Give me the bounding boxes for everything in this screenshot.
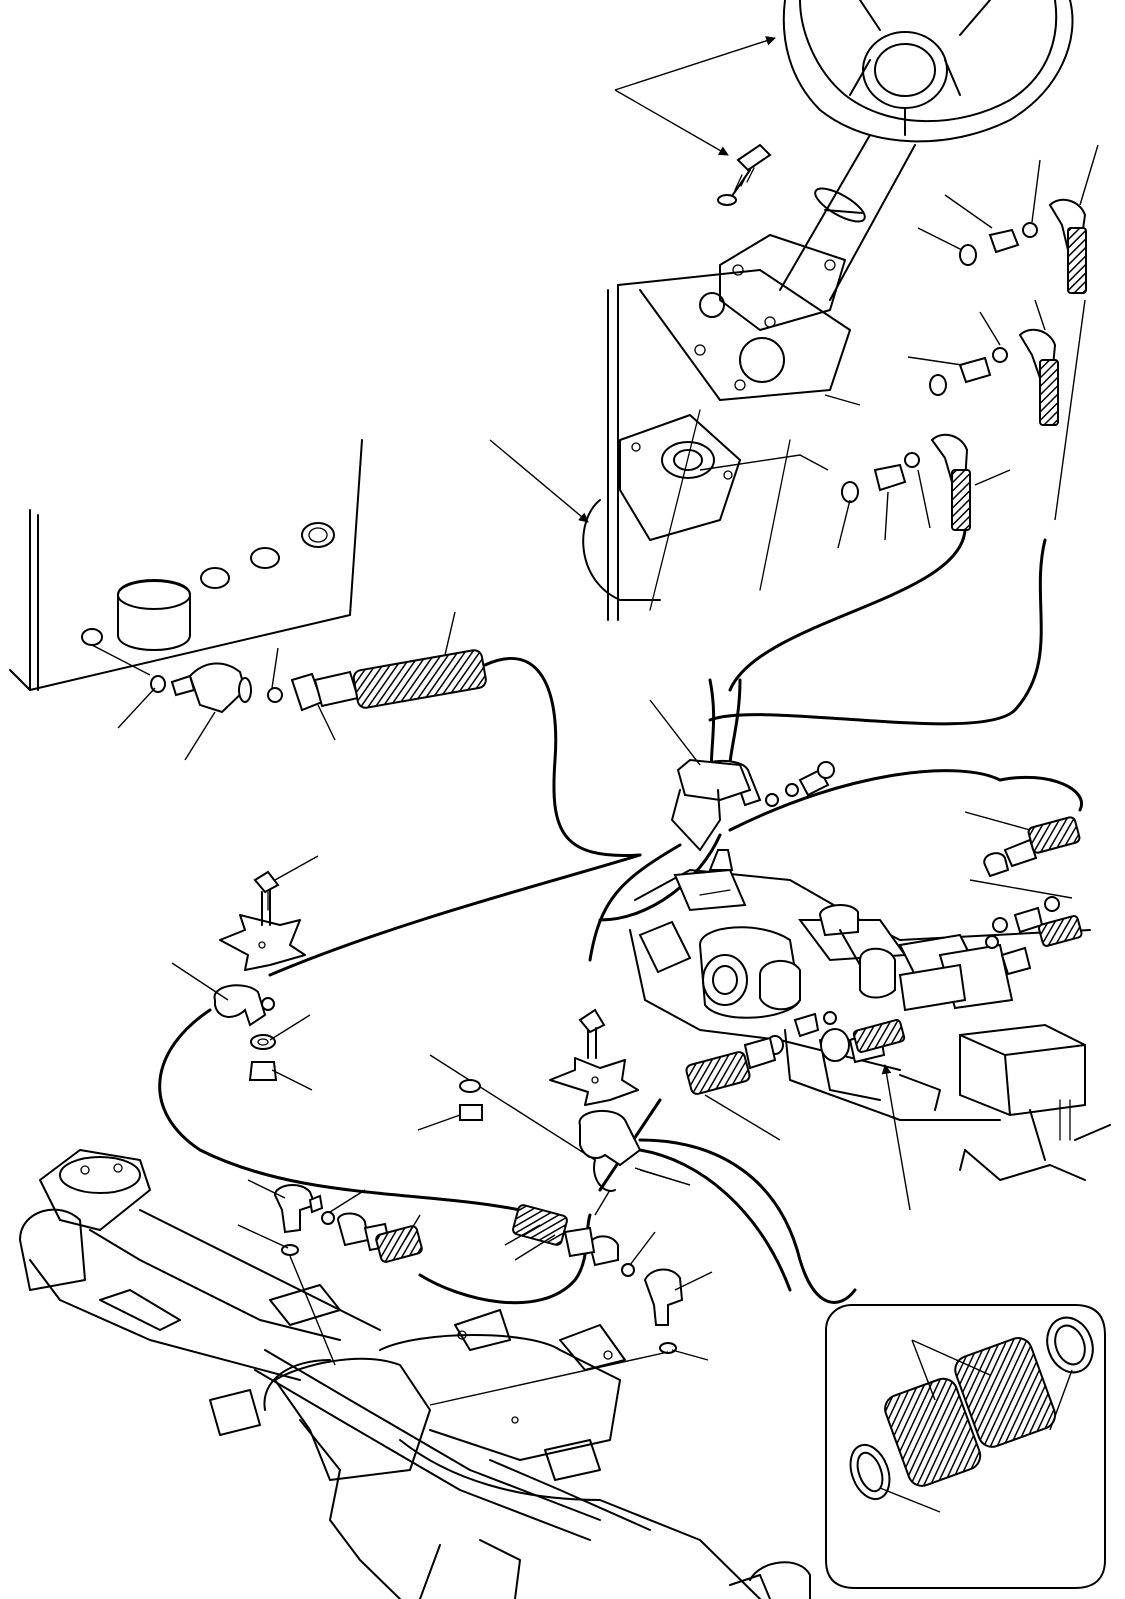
- left-clamp-assembly: [171, 855, 319, 1091]
- hose-clamp-detail: [825, 1304, 1106, 1589]
- steering-unit: [582, 269, 851, 621]
- dashboard-panel: [9, 439, 363, 691]
- column-bolt: [717, 143, 772, 206]
- center-hose-clamp: [649, 528, 1047, 851]
- front-axle: [19, 1149, 811, 1599]
- right-hose-end: [964, 811, 1081, 899]
- port-fittings-lower: [699, 394, 1011, 549]
- port-fittings-middle: [907, 299, 1086, 521]
- pointer-arrows: [489, 36, 911, 1211]
- routed-hoses: [158, 769, 1084, 1305]
- port-fittings-upper: [917, 144, 1099, 294]
- steering-wheel: [782, 0, 1074, 143]
- right-clamp-assembly: [417, 1008, 691, 1216]
- steering-cylinder-fittings: [237, 1179, 713, 1406]
- steering-column: [719, 134, 916, 331]
- left-hose-assembly: [91, 611, 642, 858]
- control-valve: [629, 849, 1111, 1181]
